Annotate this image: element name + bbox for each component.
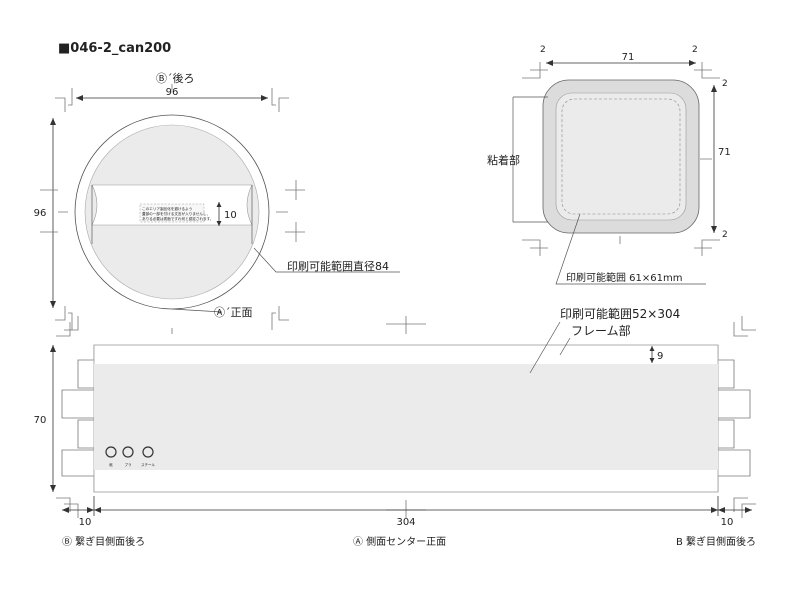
note-line-1: このエリア製品化を避けるよう	[142, 206, 192, 211]
lid-corner-top-left: 2	[540, 45, 546, 55]
lid-corner-right-bottom: 2	[722, 230, 728, 240]
lid-corner-top-right: 2	[692, 45, 698, 55]
lid-print-area	[555, 92, 687, 221]
recycle-steel-icon	[142, 446, 154, 458]
glue-label: 粘着部	[487, 153, 520, 167]
top-print-leader	[253, 247, 400, 273]
frame-leader	[559, 337, 571, 356]
recycle-marks: 紙 プラ スチール	[105, 446, 155, 467]
top-height-value: 96	[34, 208, 47, 219]
rear-marker: Ⓑ´後ろ	[156, 71, 195, 85]
side-height-value: 70	[34, 415, 47, 426]
top-crop-marks	[40, 84, 305, 334]
lid-safe-line	[561, 98, 681, 215]
lid-corner-right-top: 2	[722, 79, 728, 89]
side-crop-marks	[56, 316, 756, 518]
front-leader	[171, 308, 223, 313]
center-width-value: 304	[396, 517, 415, 528]
gap-dim-arrows	[216, 202, 222, 226]
lid-height-value: 71	[718, 147, 731, 158]
glue-leader	[512, 96, 548, 223]
frame-gap-dim-arrows	[649, 346, 655, 363]
left-caption: Ⓑ 繋ぎ目側面後ろ	[62, 535, 145, 548]
center-caption: Ⓐ 側面センター正面	[353, 535, 446, 548]
note-line-3: ありる必要は書面ですれ何と認定されます。	[142, 216, 214, 221]
frame-gap-value: 9	[657, 351, 663, 362]
top-print-area-label: 印刷可能範囲直径84	[287, 259, 389, 273]
side-print-area	[94, 364, 718, 470]
diagram-title: ■046-2_can200	[58, 41, 171, 56]
note-box	[139, 203, 205, 223]
recycle-plastic-label: プラ	[125, 462, 132, 467]
lid-print-area-label: 印刷可能範囲 61×61mm	[566, 271, 683, 284]
side-view: 印刷可能範囲52×304 フレーム部 9 70 紙	[34, 306, 756, 548]
note-line-2: 蓋部の一部を付ける文言が入りませんし、	[142, 211, 210, 216]
top-width-value: 96	[166, 87, 179, 98]
recycle-plastic-icon	[122, 446, 134, 458]
top-view: Ⓑ´後ろ 96 96 このエリア製品化を避けるよう 蓋部の一部を付ける文言が入り	[34, 71, 400, 334]
right-caption: B 繋ぎ目側面後ろ	[676, 535, 756, 548]
recycle-steel-label: スチール	[141, 462, 155, 467]
gap-value: 10	[224, 210, 237, 221]
recycle-paper-label: 紙	[109, 462, 113, 467]
front-marker: Ⓐ´正面	[214, 306, 253, 319]
right-margin-value: 10	[721, 517, 734, 528]
left-side-edge	[61, 345, 95, 492]
lid-view: 71 2 2 71 2 2 粘着部 印刷可能範囲 61×61mm	[487, 45, 731, 285]
left-margin-value: 10	[79, 517, 92, 528]
side-print-leader	[529, 321, 561, 374]
right-side-edge	[717, 345, 751, 492]
side-print-area-label: 印刷可能範囲52×304	[560, 306, 680, 321]
recycle-paper-icon	[105, 446, 117, 458]
frame-label: フレーム部	[571, 323, 631, 338]
lid-width-value: 71	[622, 52, 635, 63]
lid-print-leader	[555, 213, 706, 285]
